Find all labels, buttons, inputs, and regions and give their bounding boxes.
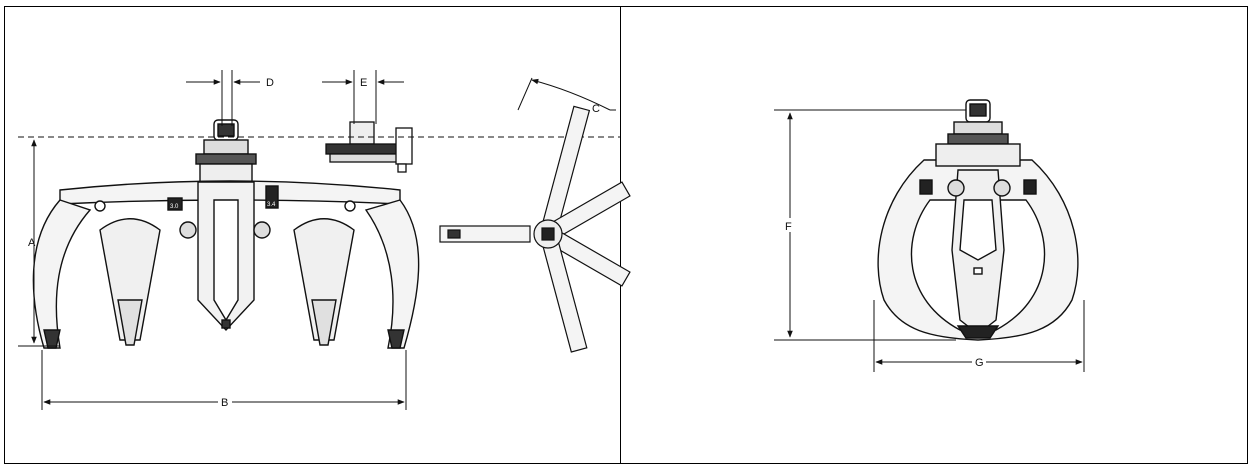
- label-e: E: [360, 77, 367, 89]
- right-marking-plate: [265, 185, 279, 209]
- panel-divider: [620, 6, 621, 464]
- right-outer-tine-tip: [387, 329, 405, 349]
- side-rotator-top: [349, 121, 375, 145]
- side-view-grapple: [877, 99, 1079, 341]
- right-rotator-flange: [953, 121, 1003, 135]
- top-view-hub-center: [541, 227, 555, 241]
- left-marking-plate: [167, 197, 183, 211]
- right-outer-tine: [364, 199, 420, 349]
- label-f: F: [785, 221, 792, 233]
- right-left-plate: [919, 179, 933, 195]
- right-cylinder-pin-left: [947, 179, 965, 197]
- rotator-housing: [199, 163, 253, 183]
- side-bracket: [395, 127, 413, 165]
- right-hinge-pin: [344, 200, 356, 212]
- right-rotator-body: [947, 133, 1009, 145]
- side-bracket-foot: [397, 163, 407, 173]
- rotator-body: [195, 153, 257, 165]
- top-yoke: [935, 143, 1021, 167]
- top-view-left-arm-tip: [447, 229, 461, 239]
- right-inner-blade: [293, 218, 355, 341]
- side-rotator-base: [325, 143, 405, 155]
- label-c: C: [592, 103, 600, 115]
- label-b-bg: [218, 394, 232, 408]
- dimension-c: [517, 77, 616, 111]
- rotator-flange: [203, 139, 249, 155]
- center-tip: [221, 319, 231, 329]
- right-inner-blade-tip: [311, 299, 337, 346]
- rotator-eye: [217, 123, 235, 137]
- left-plate-text: 3.0: [170, 204, 179, 210]
- right-center-blade-slot: [973, 267, 983, 275]
- dimension-a: [18, 136, 620, 347]
- label-g: G: [975, 357, 984, 369]
- label-a: A: [28, 237, 36, 249]
- top-view-left-arm: [439, 225, 531, 243]
- left-outer-tine: [32, 199, 92, 349]
- dimension-e: [322, 70, 404, 124]
- left-cylinder-pin: [179, 221, 197, 239]
- drawing-frame: [4, 6, 1248, 464]
- front-view-grapple: [32, 119, 420, 349]
- left-outer-tine-tip: [43, 329, 61, 349]
- top-view-grapple: [439, 105, 631, 353]
- left-hinge-pin: [94, 200, 106, 212]
- left-inner-blade-tip: [117, 299, 143, 346]
- side-view-rotator: [325, 121, 413, 173]
- label-b: B: [221, 397, 228, 409]
- left-inner-blade: [99, 218, 161, 341]
- label-g-bg: [972, 354, 986, 368]
- right-plate-text: 3.4: [267, 202, 276, 208]
- label-f-bg: [782, 218, 796, 232]
- dimension-d: [186, 70, 260, 126]
- right-cylinder-pin-right: [993, 179, 1011, 197]
- right-cylinder-pin: [253, 221, 271, 239]
- right-rotator-eye: [969, 103, 987, 117]
- label-d: D: [266, 77, 274, 89]
- right-right-plate: [1023, 179, 1037, 195]
- right-jaw-tips: [956, 325, 1000, 339]
- right-center-blade-window: [959, 199, 997, 261]
- center-body-inner: [213, 199, 239, 322]
